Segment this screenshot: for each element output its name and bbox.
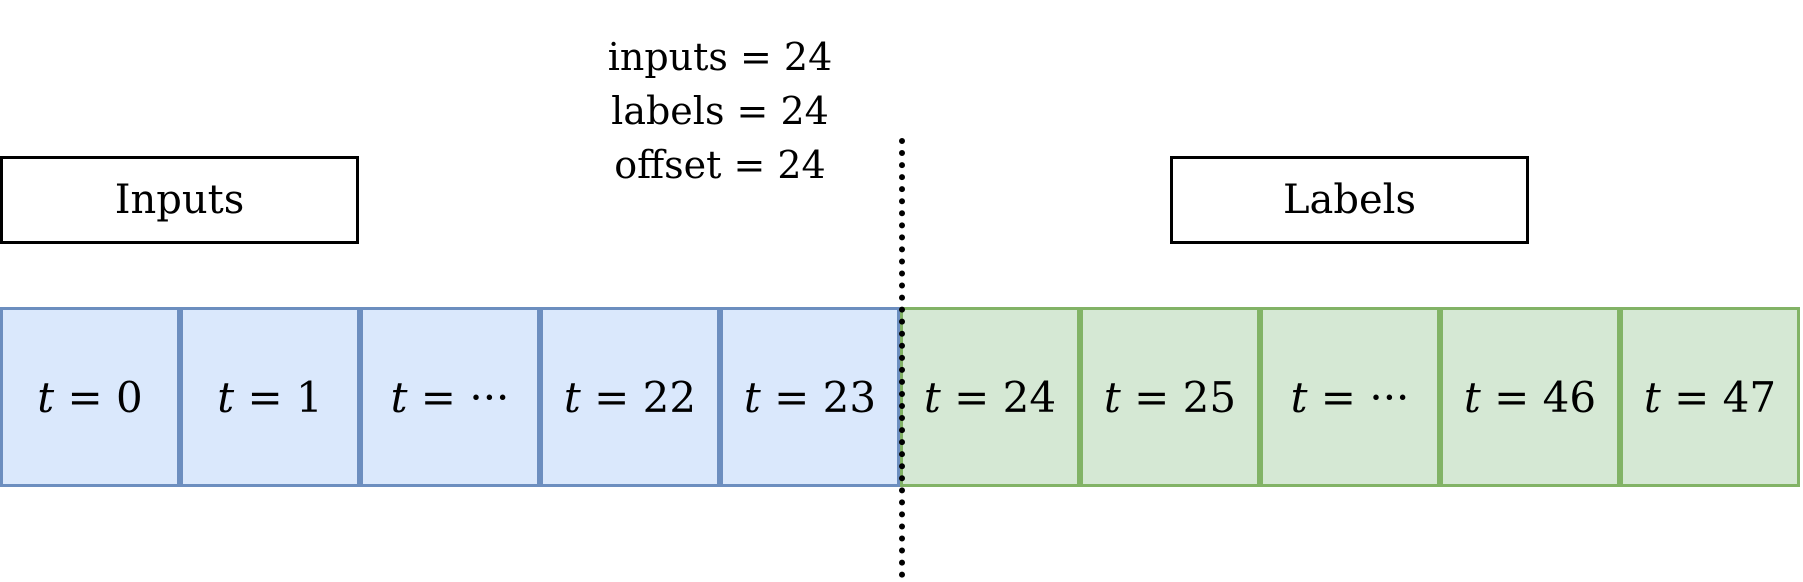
timestep-cell-input: t = 22 — [540, 307, 720, 487]
timestep-cell-input: t = 0 — [0, 307, 180, 487]
equals-sign: = — [1660, 372, 1723, 422]
equals-sign: = — [407, 372, 470, 422]
param-labels: labels = 24 — [611, 89, 829, 133]
time-variable: t — [1643, 372, 1661, 422]
inputs-box-label: Inputs — [114, 177, 245, 223]
equals-sign: = — [1120, 372, 1183, 422]
time-variable: t — [563, 372, 581, 422]
time-value: 47 — [1722, 372, 1777, 422]
timestep-cell-label: t = 25 — [1080, 307, 1260, 487]
timestep-cell-label: t = 46 — [1440, 307, 1620, 487]
time-variable: t — [1103, 372, 1121, 422]
inputs-box: Inputs — [0, 156, 359, 244]
time-value: 1 — [296, 372, 323, 422]
time-variable: t — [923, 372, 941, 422]
equals-sign: = — [940, 372, 1003, 422]
time-variable: t — [217, 372, 235, 422]
time-value: ··· — [1369, 372, 1410, 422]
timestep-cell-label: t = 24 — [900, 307, 1080, 487]
equals-sign: = — [54, 372, 117, 422]
timestep-cell-input: t = ··· — [360, 307, 540, 487]
equals-sign: = — [1307, 372, 1370, 422]
time-value: 0 — [116, 372, 143, 422]
equals-sign: = — [760, 372, 823, 422]
labels-box-label: Labels — [1282, 177, 1416, 223]
time-variable: t — [743, 372, 761, 422]
equals-sign: = — [580, 372, 643, 422]
time-value: 23 — [822, 372, 877, 422]
time-variable: t — [1463, 372, 1481, 422]
time-variable: t — [37, 372, 55, 422]
split-divider — [899, 138, 905, 578]
time-value: 22 — [642, 372, 697, 422]
param-inputs: inputs = 24 — [607, 35, 833, 79]
timestep-cell-input: t = 23 — [720, 307, 900, 487]
param-offset: offset = 24 — [614, 143, 826, 187]
timestep-cell-label: t = ··· — [1260, 307, 1440, 487]
time-variable: t — [390, 372, 408, 422]
window-parameters: inputs = 24 labels = 24 offset = 24 — [560, 30, 880, 192]
time-value: 25 — [1182, 372, 1237, 422]
time-variable: t — [1290, 372, 1308, 422]
time-value: 24 — [1002, 372, 1057, 422]
labels-box: Labels — [1170, 156, 1529, 244]
timestep-cell-label: t = 47 — [1620, 307, 1800, 487]
timestep-cell-input: t = 1 — [180, 307, 360, 487]
equals-sign: = — [1480, 372, 1543, 422]
time-value: 46 — [1542, 372, 1597, 422]
time-value: ··· — [469, 372, 510, 422]
equals-sign: = — [234, 372, 297, 422]
